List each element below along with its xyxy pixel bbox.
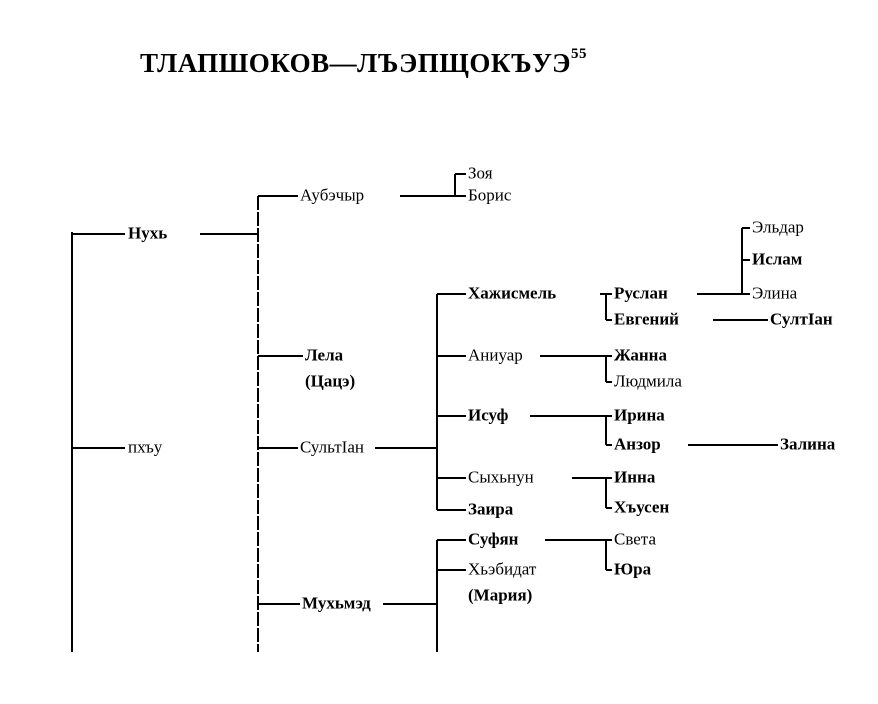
person-aniuar: Аниуар	[468, 345, 523, 365]
person-ruslan: Руслан	[614, 283, 668, 303]
person-isuf: Исуф	[468, 405, 509, 425]
person-nukh: Нухь	[128, 223, 168, 243]
person-islam: Ислам	[752, 249, 803, 269]
person-yura: Юра	[614, 559, 652, 579]
person-boris: Борис	[468, 185, 512, 205]
person-khusen: Хъусен	[614, 497, 670, 517]
person-zhanna: Жанна	[614, 345, 667, 365]
footnote-number: 55	[570, 46, 587, 62]
person-sultan2: СултIан	[770, 309, 833, 329]
person-eldar: Эльдар	[752, 217, 804, 237]
page-title: ТЛАПШОКОВ—ЛЪЭПЩОКЪУЭ55	[140, 46, 587, 79]
title-text: ТЛАПШОКОВ—ЛЪЭПЩОКЪУЭ	[140, 48, 571, 78]
person-zoya: Зоя	[468, 163, 493, 183]
person-aubechyr: Аубэчыр	[300, 185, 365, 205]
person-irina: Ирина	[614, 405, 665, 425]
person-elina: Элина	[752, 283, 798, 303]
person-sykhnun: Сыхьнун	[468, 467, 534, 487]
person-lyudmila: Людмила	[614, 371, 682, 391]
person-khebidat-alias: (Мария)	[468, 585, 533, 605]
person-lela-alias: (Цацэ)	[305, 371, 356, 391]
person-evgeniy: Евгений	[614, 309, 679, 329]
person-lela: Лела	[305, 345, 344, 365]
person-anzor: Анзор	[614, 434, 661, 454]
person-sufyan: Суфян	[468, 529, 519, 549]
person-sultan: СультIан	[300, 437, 364, 457]
person-khazhismel: Хажисмель	[468, 283, 557, 303]
person-pkhu: пхъу	[128, 437, 163, 457]
person-zaira: Заира	[468, 499, 514, 519]
person-khebidat: Хьэбидат	[468, 559, 537, 579]
person-sveta: Света	[614, 529, 656, 549]
person-inna: Инна	[614, 467, 656, 487]
person-mukhmed: Мухьмэд	[302, 593, 371, 613]
person-zalina: Залина	[780, 434, 836, 454]
